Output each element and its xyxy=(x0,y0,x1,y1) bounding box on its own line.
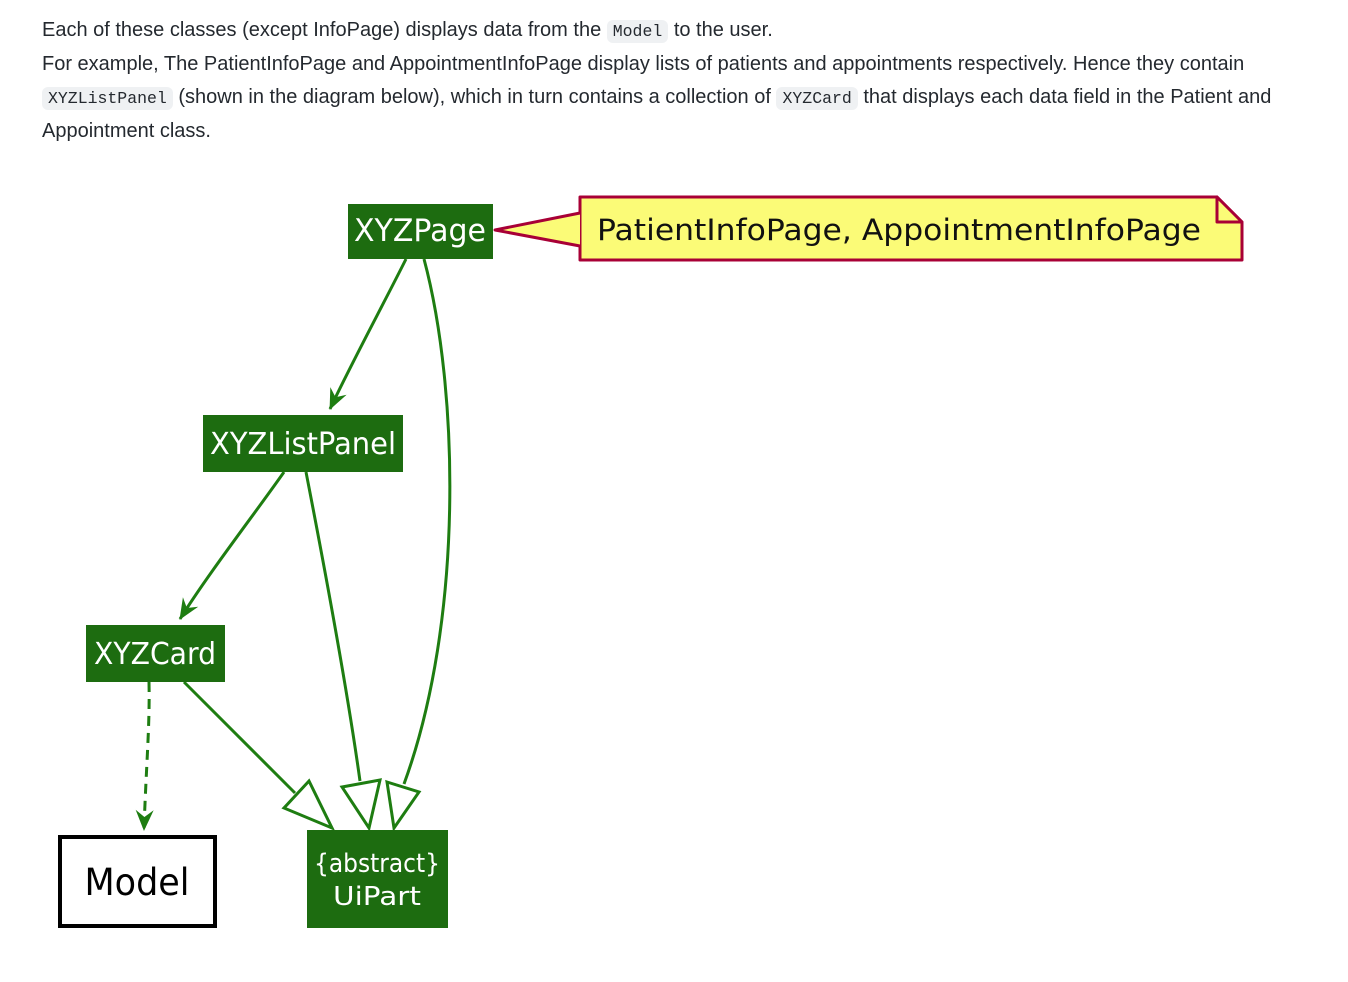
xyzpage-box xyxy=(348,204,493,259)
edge-xyzpage-to-xyzlistpanel xyxy=(328,258,408,410)
uipart-box xyxy=(307,830,448,928)
edge-xyzcard-to-model-dashed xyxy=(135,681,154,831)
uml-class-diagram: PatientInfoPage, AppointmentInfoPage XYZ… xyxy=(58,195,1244,928)
edge-xyzlistpanel-to-xyzcard xyxy=(178,471,286,620)
inline-code-xyzcard: XYZCard xyxy=(776,87,858,110)
edge-xyzcard-to-uipart xyxy=(182,680,297,795)
intro-text-4: (shown in the diagram below), which in t… xyxy=(172,86,777,108)
uipart-label-name: UiPart xyxy=(333,882,421,912)
note-text: PatientInfoPage, AppointmentInfoPage xyxy=(597,213,1201,247)
edge-xyzlistpanel-to-uipart xyxy=(304,471,362,782)
inheritance-arrowhead-xyzlistpanel xyxy=(339,778,382,832)
xyzlistpanel-label: XYZListPanel xyxy=(210,427,396,462)
intro-text-2: to the user. xyxy=(668,19,773,41)
model-label: Model xyxy=(85,861,190,904)
uipart-label-abstract: {abstract} xyxy=(314,849,440,879)
xyzpage-label: XYZPage xyxy=(354,213,486,249)
intro-text-5: that displays each data field in the Pat… xyxy=(42,86,1272,142)
xyzlistpanel-box xyxy=(203,415,403,472)
class-node-xyzlistpanel: XYZListPanel xyxy=(203,415,403,472)
class-node-xyzpage: XYZPage xyxy=(348,204,493,259)
class-node-model: Model xyxy=(58,835,217,928)
note-body xyxy=(578,195,1244,262)
inline-code-model: Model xyxy=(606,20,669,43)
xyzcard-label: XYZCard xyxy=(94,637,216,672)
edge-xyzpage-to-uipart xyxy=(402,258,452,785)
intro-paragraph: Each of these classes (except InfoPage) … xyxy=(42,14,1282,148)
class-node-uipart: {abstract} UiPart xyxy=(307,830,448,928)
intro-text-3: For example, The PatientInfoPage and App… xyxy=(42,53,1245,75)
intro-text-1: Each of these classes (except InfoPage) … xyxy=(42,19,607,41)
note-fold-corner xyxy=(1215,195,1244,224)
class-node-xyzcard: XYZCard xyxy=(86,625,225,682)
inline-code-xyzlistpanel: XYZListPanel xyxy=(42,87,173,110)
inheritance-arrowhead-xyzpage xyxy=(385,779,422,832)
note-pointer xyxy=(493,211,581,248)
model-box xyxy=(58,835,217,928)
xyzcard-box xyxy=(86,625,225,682)
inheritance-arrowhead-xyzcard xyxy=(281,778,336,831)
